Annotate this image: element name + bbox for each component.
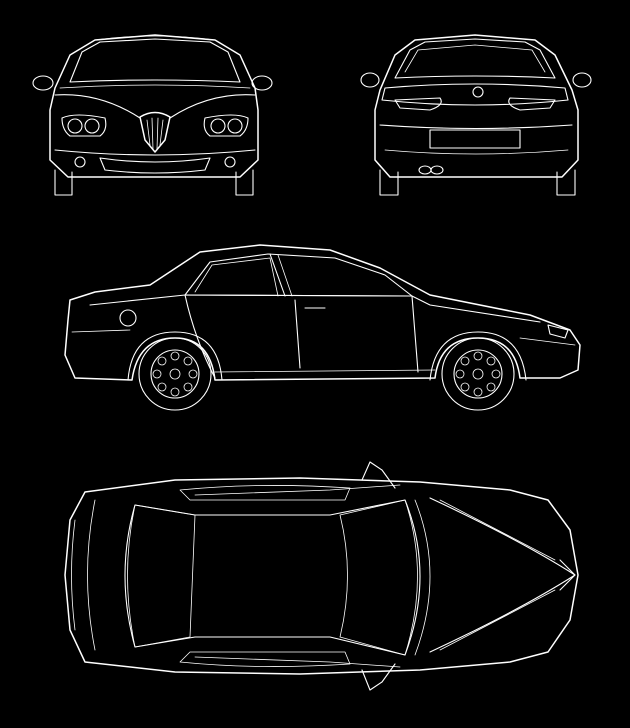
front-wheel-rim	[453, 349, 503, 399]
front-door-seam	[411, 295, 419, 373]
rear-mirror-right	[572, 72, 592, 88]
headlight-left-outer	[67, 118, 83, 134]
b-pillar	[269, 253, 286, 297]
trunk-top	[87, 499, 96, 651]
side-window-frame	[184, 253, 413, 297]
side-body-outline	[64, 244, 581, 381]
fog-light-left	[74, 156, 86, 168]
rear-window-top	[127, 504, 196, 648]
front-roof-line	[94, 35, 216, 41]
front-wheel-tire	[441, 337, 515, 411]
front-grille-top	[559, 559, 576, 591]
rear-wheel-arch	[127, 331, 223, 381]
mirror-left	[32, 75, 54, 91]
top-body-outline	[64, 477, 579, 675]
headlight-right-housing	[203, 114, 249, 137]
front-body-outline	[49, 34, 259, 178]
front-grille-shield	[139, 111, 171, 153]
hood-crease-upper	[439, 499, 556, 561]
rear-window-inner	[404, 44, 546, 73]
front-view	[32, 34, 273, 196]
rear-window	[394, 38, 556, 79]
side-headlight	[547, 324, 569, 339]
side-character-line	[71, 329, 576, 346]
exhaust-pipe-left	[418, 165, 432, 175]
fuel-cap	[119, 309, 137, 327]
front-hood-line	[59, 84, 251, 89]
front-bumper	[54, 149, 256, 156]
side-rocker-line	[214, 369, 436, 373]
side-view	[64, 244, 581, 411]
front-lower-intake	[99, 157, 211, 174]
rear-lower-valance	[384, 149, 569, 155]
upper-door-line	[194, 484, 401, 496]
side-mirror-top-lower	[361, 663, 396, 691]
rear-badge	[472, 86, 484, 98]
front-hood-curve-left	[54, 94, 141, 119]
side-mirror-top-upper	[361, 461, 396, 489]
rear-tire-left	[379, 169, 399, 196]
front-hood-curve-right	[169, 94, 256, 119]
rear-view	[360, 34, 592, 196]
rear-body-outline	[374, 34, 579, 178]
b-pillar-inner	[277, 254, 293, 297]
roof-panel	[124, 499, 421, 656]
taillight-left	[394, 97, 442, 111]
front-windshield	[69, 38, 241, 83]
front-tire-right	[235, 169, 254, 196]
hood-center-line	[429, 497, 576, 653]
hood-crease-lower	[439, 589, 556, 651]
windshield-top-inner	[414, 499, 431, 656]
rear-wheel-rim	[150, 349, 200, 399]
rear-quarter-window	[194, 257, 279, 297]
rear-tire-right	[556, 169, 576, 196]
center-door-seam	[294, 299, 301, 369]
license-plate-recess	[429, 129, 521, 149]
top-view	[64, 461, 579, 691]
front-windshield-top	[339, 499, 418, 656]
front-grille-bars	[146, 117, 164, 150]
rear-mirror-left	[360, 72, 380, 88]
front-wheel-holes	[455, 351, 501, 397]
front-wheel-arch	[429, 331, 527, 381]
exhaust-pipe-right	[430, 165, 444, 175]
headlight-right-inner	[210, 118, 226, 134]
rear-wheel-holes	[152, 351, 198, 397]
mirror-right	[251, 75, 273, 91]
side-window-top-upper	[179, 485, 351, 501]
taillight-right	[508, 97, 556, 111]
fog-light-right	[224, 156, 236, 168]
headlight-right-outer	[227, 118, 243, 134]
front-tire-left	[54, 169, 73, 196]
rear-bumper-line	[379, 124, 573, 130]
lower-door-line	[194, 656, 401, 668]
rear-bumper-top	[71, 519, 76, 631]
side-window-top-lower	[179, 651, 351, 667]
headlight-left-housing	[61, 114, 107, 137]
rear-wheel-tire	[138, 337, 212, 411]
headlight-left-inner	[84, 118, 100, 134]
trunk-lid	[381, 83, 569, 106]
